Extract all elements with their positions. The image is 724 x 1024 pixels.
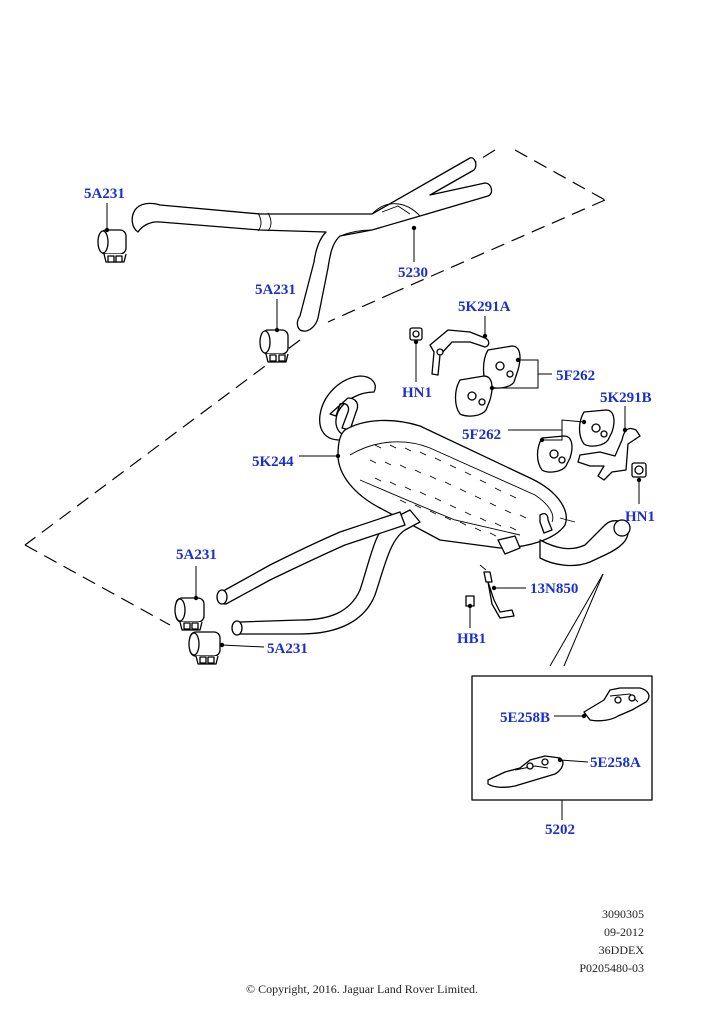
callout-insulator-lower[interactable]: 5F262 — [462, 427, 501, 443]
callout-insulator-upper[interactable]: 5F262 — [556, 368, 595, 384]
callout-heat-shield-b[interactable]: 5E258B — [500, 710, 550, 726]
callout-bracket-b[interactable]: 5K291B — [600, 390, 652, 406]
bolt-hb — [465, 595, 475, 607]
callout-heat-shield-a[interactable]: 5E258A — [590, 755, 641, 771]
meta-ref: P0205480-03 — [579, 961, 644, 975]
insulator-lower — [536, 409, 615, 473]
callout-heat-shield-kit[interactable]: 5202 — [545, 822, 575, 838]
front-pipe — [131, 157, 493, 332]
callout-nut-right[interactable]: HN1 — [625, 509, 655, 525]
callout-clamp-rear-lower[interactable]: 5A231 — [267, 641, 308, 657]
callout-nut-left[interactable]: HN1 — [402, 385, 432, 401]
clamp-rear-lower — [188, 631, 221, 665]
callout-clamp-front-right[interactable]: 5A231 — [255, 282, 296, 298]
bracket-b — [577, 427, 641, 481]
diagram-meta: 3090305 09-2012 36DDEX P0205480-03 — [579, 905, 644, 977]
callout-labels: 5A231 5A231 5230 5K291A HN1 5F262 5K291B… — [84, 186, 655, 838]
callout-bolt[interactable]: 13N850 — [530, 581, 578, 597]
clamp-rear-upper — [174, 597, 205, 631]
muffler-assembly — [216, 375, 631, 636]
leader-lines — [104, 203, 642, 820]
meta-model: 36DDEX — [598, 943, 644, 957]
meta-date: 09-2012 — [604, 925, 644, 939]
nut-left — [409, 327, 423, 341]
muffler-texture — [369, 444, 527, 537]
clamp-front-left — [97, 229, 127, 263]
callout-front-pipe[interactable]: 5230 — [398, 265, 428, 281]
meta-code: 3090305 — [602, 907, 644, 921]
bracket-a — [429, 329, 490, 376]
callout-bracket-a[interactable]: 5K291A — [458, 299, 511, 315]
heat-shield-kit-box — [471, 573, 653, 801]
insulator-upper — [454, 345, 521, 417]
bolt-assembly — [479, 564, 515, 619]
callout-bolt-hb[interactable]: HB1 — [457, 631, 486, 647]
callout-clamp-front-left[interactable]: 5A231 — [84, 186, 125, 202]
nut-right — [631, 462, 647, 478]
clamp-front-right — [259, 329, 289, 363]
callout-muffler[interactable]: 5K244 — [252, 454, 294, 470]
copyright-notice: © Copyright, 2016. Jaguar Land Rover Lim… — [245, 982, 479, 996]
callout-clamp-rear-upper[interactable]: 5A231 — [176, 547, 217, 563]
